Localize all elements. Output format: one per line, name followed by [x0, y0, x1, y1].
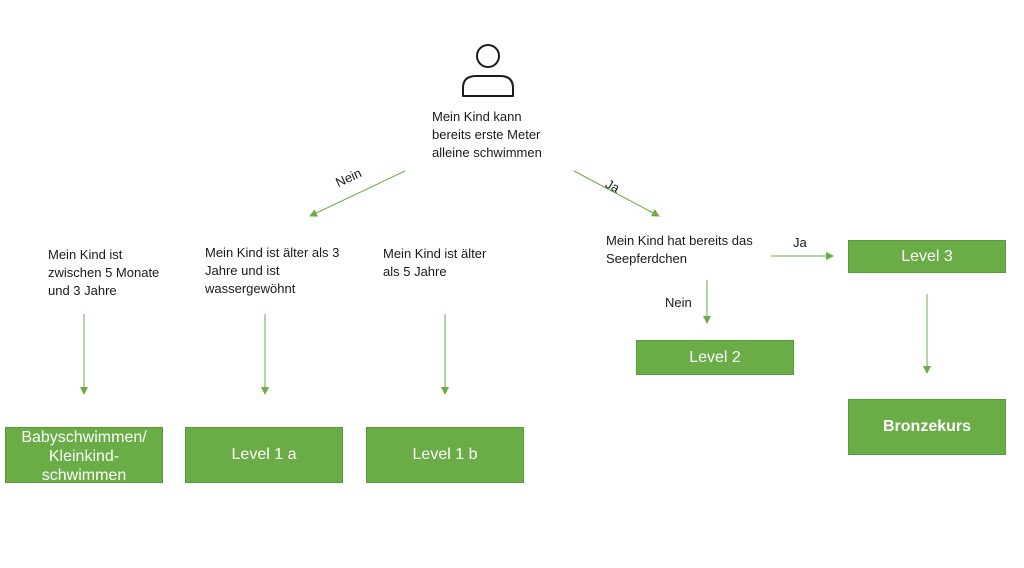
edge-label-ja-seepferdchen: Ja — [793, 235, 807, 250]
arrow-ja-main — [573, 170, 660, 217]
result-baby-box: Babyschwimmen/ Kleinkind- schwimmen — [5, 427, 163, 483]
edge-label-nein-seepferdchen: Nein — [665, 295, 692, 310]
arrow-nein-main — [309, 170, 406, 217]
result-level-1a-box: Level 1 a — [185, 427, 343, 483]
question-seepferdchen: Mein Kind hat bereits das Seepferdchen — [606, 233, 753, 266]
person-icon — [462, 44, 514, 97]
question-older-3-water: Mein Kind ist älter als 3 Jahre und ist … — [205, 245, 340, 296]
start-question: Mein Kind kann bereits erste Meter allei… — [432, 109, 542, 160]
result-level-3-box: Level 3 — [848, 240, 1006, 273]
question-older-5: Mein Kind ist älter als 5 Jahre — [383, 246, 487, 279]
result-level-2-box: Level 2 — [636, 340, 794, 375]
result-bronze-box: Bronzekurs — [848, 399, 1006, 455]
result-level-1b-box: Level 1 b — [366, 427, 524, 483]
question-age-5m-3y: Mein Kind ist zwischen 5 Monate und 3 Ja… — [48, 247, 160, 298]
